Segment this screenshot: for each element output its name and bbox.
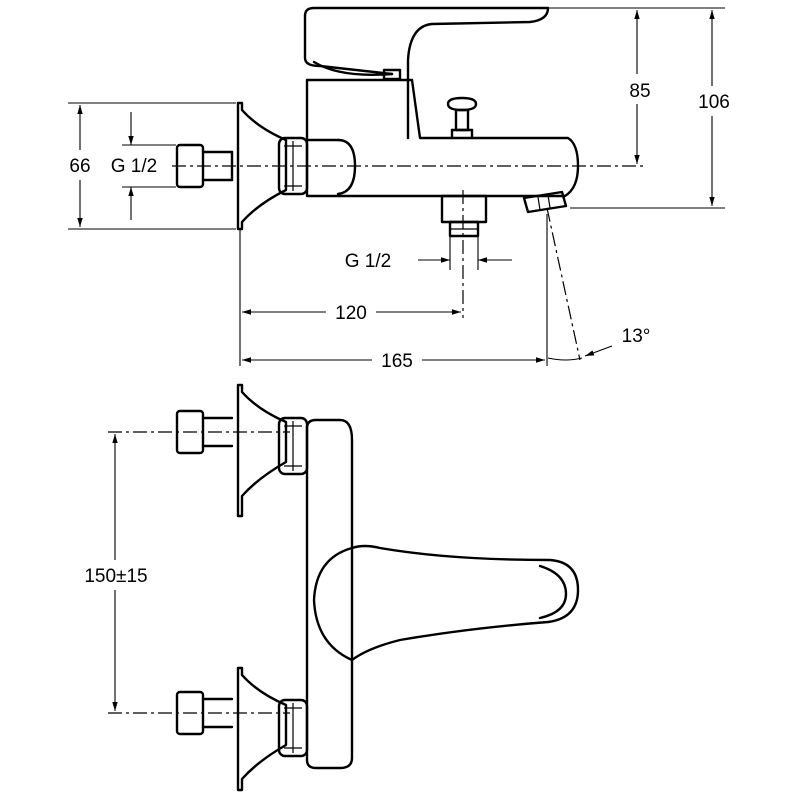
dim-85-label: 85 [629,81,650,102]
side-view-dimensions: 85 106 66 G 1/2 G 1/2 120 [62,7,738,374]
side-view [172,6,645,361]
front-spout [350,544,580,662]
side-lever-handle [303,6,550,140]
side-wall-flange [236,101,288,231]
spout-angle-line [546,207,581,361]
dim-66-label: 66 [69,156,90,177]
dim-165-label: 165 [381,351,413,372]
dim-outlet-thread-label: G 1/2 [345,251,391,272]
dim-150-label: 150±15 [84,566,147,587]
front-top-inlet [175,383,309,518]
front-body [305,418,354,770]
dim-106-label: 106 [698,92,730,113]
side-bottom-outlet [440,194,488,238]
dim-angle-label: 13° [622,326,651,347]
front-view [108,383,580,792]
front-bottom-inlet [175,666,309,792]
side-spout-nozzle [522,190,568,214]
dim-inlet-thread-label: G 1/2 [111,156,157,177]
dim-120-label: 120 [335,303,367,324]
side-body [305,78,580,198]
side-diverter-knob [446,96,478,140]
front-view-dimensions: 150±15 [70,434,162,711]
